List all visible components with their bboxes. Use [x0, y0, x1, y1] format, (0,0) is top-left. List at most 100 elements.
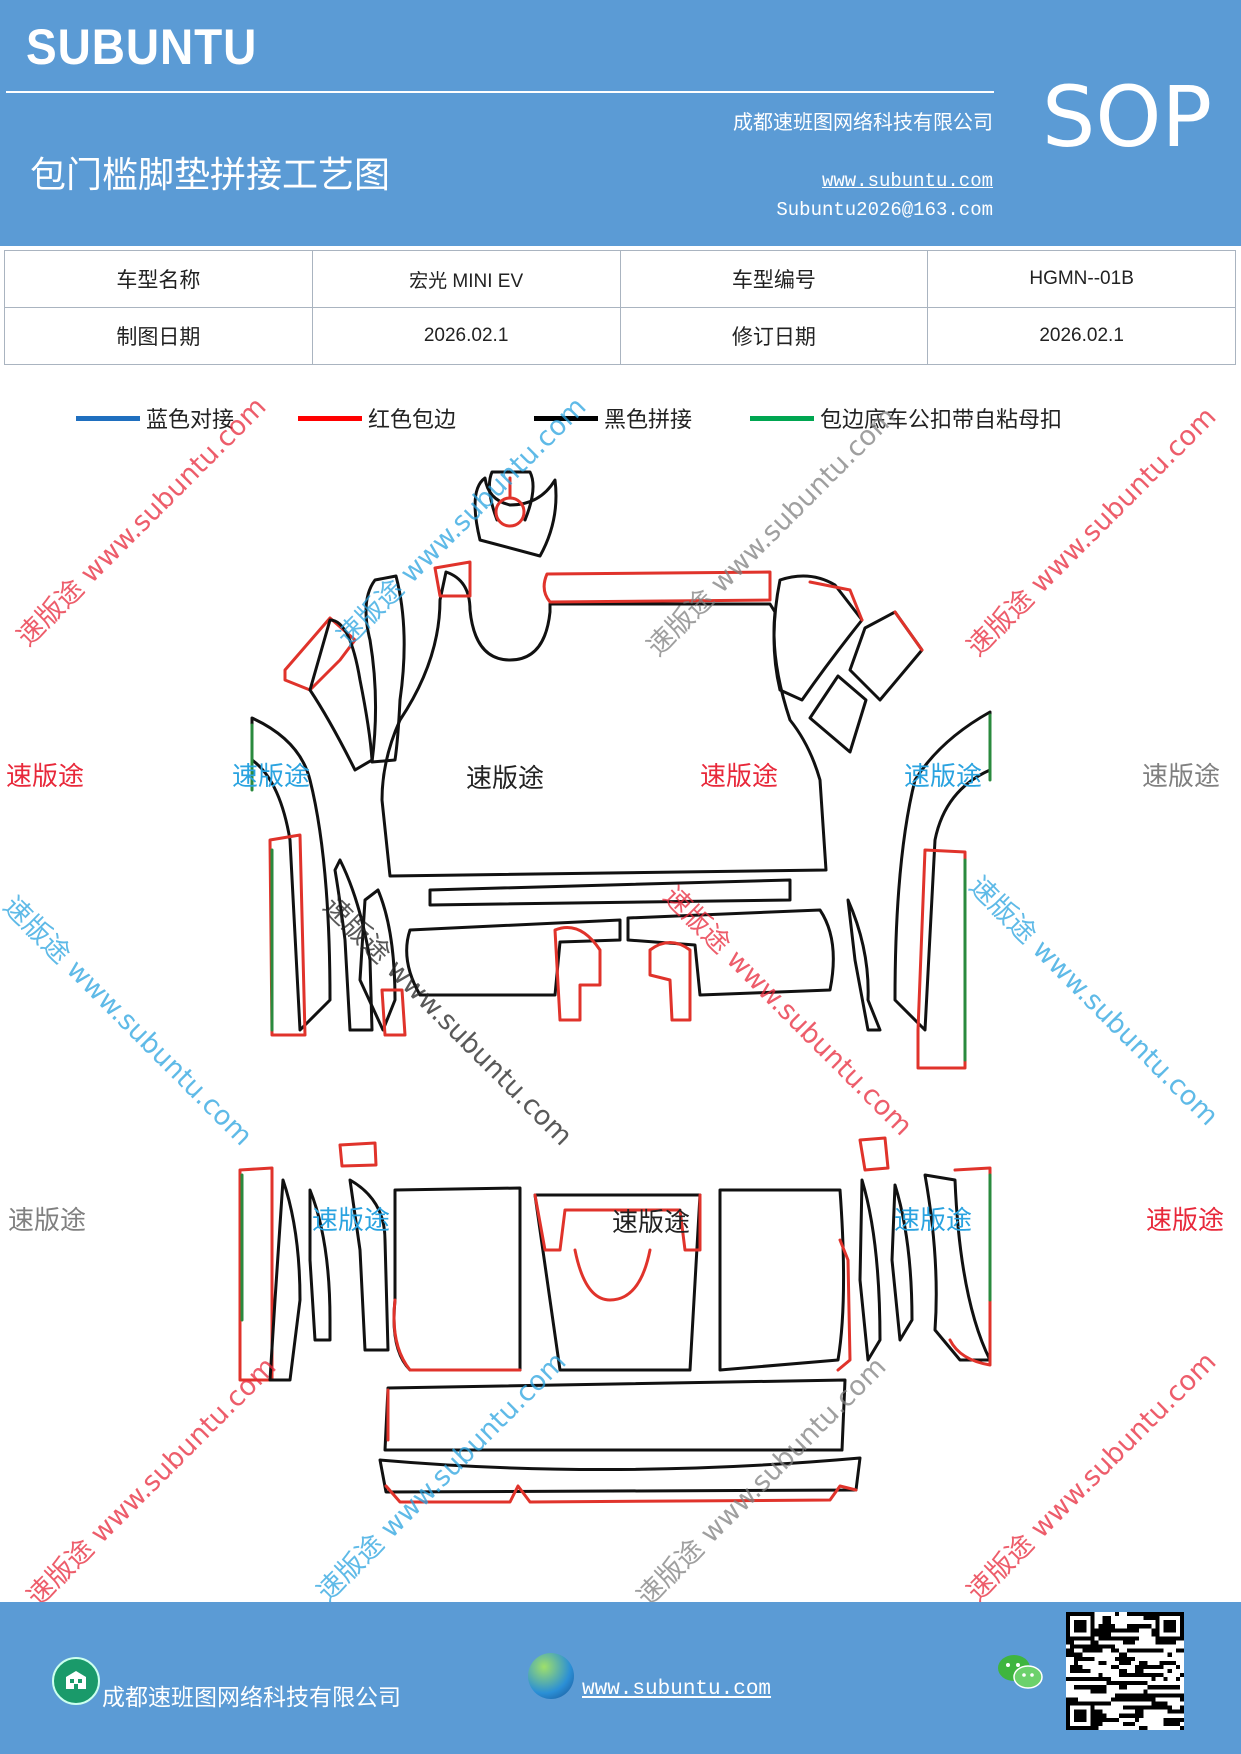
legend-swatch [298, 415, 362, 421]
mat-piece-left-sill-inner-2 [358, 888, 397, 1032]
watermark-text: 速版途 [312, 1206, 391, 1236]
mat-piece-right-sill-outer [893, 710, 992, 1032]
watermark-text: 速版途 [904, 762, 983, 792]
legend-label: 蓝色对接 [146, 408, 235, 433]
watermark-text: 速版途 [1146, 1206, 1225, 1236]
watermark-red-3: 速版途 [1146, 1200, 1224, 1237]
hem-bottom-bar-2 [384, 1484, 858, 1504]
revise-date-label: 修订日期 [619, 307, 929, 365]
hem-lower-right-tab [858, 1136, 890, 1172]
hem-lower-right-outer [948, 1166, 992, 1367]
mat-piece-lower-center [533, 1193, 702, 1372]
watermark-gray-2: 速版途 [8, 1200, 86, 1237]
header-banner: SUBUNTU 成都速班图网络科技有限公司 包门槛脚垫拼接工艺图 www.sub… [0, 0, 1241, 246]
watermark-text: 速版途 [232, 762, 311, 792]
revise-date-value: 2026.02.1 [927, 307, 1236, 365]
hem-right-top [808, 580, 864, 622]
hem-left-small [380, 988, 407, 1037]
legend-item-red: 红色包边 [298, 402, 456, 434]
watermark-text: 速版途 [466, 764, 545, 794]
mat-piece-lower-left-3 [348, 1178, 390, 1352]
hem-right-sill [916, 848, 967, 1070]
mat-piece-lower-left-outer [268, 1178, 302, 1382]
mat-piece-left-curved-2 [364, 574, 406, 764]
footer-website-link[interactable]: www.subuntu.com [582, 1678, 772, 1701]
logo: SUBUNTU [26, 19, 258, 75]
document-title: 包门槛脚垫拼接工艺图 [30, 155, 391, 196]
model-name-value: 宏光 MINI EV [311, 250, 621, 308]
color-legend: 蓝色对接 红色包边 黑色拼接 包边底车公扣带自粘母扣 [0, 402, 1241, 442]
hem-lower-left-panel [392, 1298, 522, 1372]
hem-center-left-bracket [553, 926, 602, 1022]
mat-piece-right-small-2 [808, 674, 868, 754]
legend-label: 黑色拼接 [604, 408, 693, 433]
mat-piece-lower-left-panel [392, 1186, 522, 1372]
footer-website[interactable]: www.subuntu.com [528, 1650, 771, 1701]
legend-item-green: 包边底车公扣带自粘母扣 [750, 402, 1062, 434]
watermark-black-1: 速版途 [466, 758, 544, 795]
watermark-gray-1: 速版途 [1142, 756, 1220, 793]
mat-piece-center-right [626, 908, 835, 997]
legend-swatch [750, 415, 814, 421]
model-code-label: 车型编号 [619, 250, 929, 308]
mat-piece-bottom-bar-1 [383, 1378, 847, 1452]
watermark-text: 速版途 [8, 1206, 87, 1236]
mat-piece-lower-right-2 [890, 1183, 914, 1342]
legend-swatch [76, 415, 140, 421]
mat-piece-right-small-1 [848, 610, 924, 702]
hem-lower-left-tab [338, 1141, 378, 1168]
mat-piece-left-curved-1 [308, 618, 374, 772]
draw-date-label: 制图日期 [4, 307, 313, 365]
legend-item-black: 黑色拼接 [534, 402, 692, 434]
legend-label: 包边底车公扣带自粘母扣 [820, 408, 1063, 433]
sop-label: SOP [1042, 68, 1213, 166]
watermark-text: 速版途 [1142, 762, 1221, 792]
legend-item-blue: 蓝色对接 [76, 402, 234, 434]
mat-piece-left-sill-outer [250, 716, 332, 1032]
mat-piece-center-left [405, 918, 622, 997]
website-link[interactable]: www.subuntu.com [821, 170, 993, 192]
hem-center-right-bracket [648, 941, 692, 1022]
floor-mat-pattern-drawing [238, 470, 992, 1504]
watermark-text: 速版途 [612, 1208, 691, 1238]
watermark-blue-2: 速版途 [904, 756, 982, 793]
model-code-value: HGMN--01B [927, 250, 1236, 308]
mat-piece-lower-right-panel [718, 1188, 846, 1372]
vehicle-info-table: 车型名称 宏光 MINI EV 车型编号 HGMN--01B 制图日期 2026… [4, 250, 1236, 365]
watermark-text: 速版途 [6, 762, 85, 792]
header-divider [6, 91, 994, 93]
building-icon [52, 1657, 100, 1705]
mat-piece-top-hood-inner [487, 470, 535, 522]
watermark-blue-3: 速版途 [312, 1200, 390, 1237]
mat-piece-bottom-bar-2 [378, 1456, 862, 1494]
model-name-label: 车型名称 [4, 250, 313, 308]
watermark-black-2: 速版途 [612, 1202, 690, 1239]
footer-company: 成都速班图网络科技有限公司 [52, 1650, 401, 1712]
watermark-text: 速版途 [700, 762, 779, 792]
watermark-text: 速版途 [894, 1206, 973, 1236]
hem-lower-center-top [533, 1193, 702, 1252]
hem-left-tab [433, 560, 472, 598]
watermark-blue-4: 速版途 [894, 1200, 972, 1237]
mat-piece-lower-left-2 [308, 1188, 332, 1342]
hem-right-small-1 [893, 610, 924, 652]
company-name: 成都速班图网络科技有限公司 [733, 110, 993, 134]
qr-code[interactable] [1066, 1612, 1184, 1730]
table-row: 车型名称 宏光 MINI EV 车型编号 HGMN--01B [4, 250, 1236, 308]
table-row: 制图日期 2026.02.1 修订日期 2026.02.1 [4, 307, 1236, 365]
mat-piece-main-floor [380, 570, 828, 878]
footer-company-name: 成都速班图网络科技有限公司 [102, 1685, 401, 1711]
watermark-red-2: 速版途 [700, 756, 778, 793]
globe-icon [528, 1652, 574, 1699]
watermark-red-1: 速版途 [6, 756, 84, 793]
mat-piece-left-sill-inner-1 [333, 858, 374, 1032]
mat-piece-lower-right-3 [858, 1178, 882, 1362]
legend-swatch [534, 415, 598, 421]
email-address: Subuntu2026@163.com [776, 199, 993, 221]
hem-lower-right-panel [836, 1238, 852, 1372]
mat-piece-right-sill-inner [846, 898, 882, 1032]
draw-date-value: 2026.02.1 [311, 307, 621, 365]
wechat-icon[interactable] [996, 1652, 1044, 1692]
mat-piece-center-bar [428, 878, 792, 907]
hem-lower-center-cutout [573, 1248, 652, 1302]
